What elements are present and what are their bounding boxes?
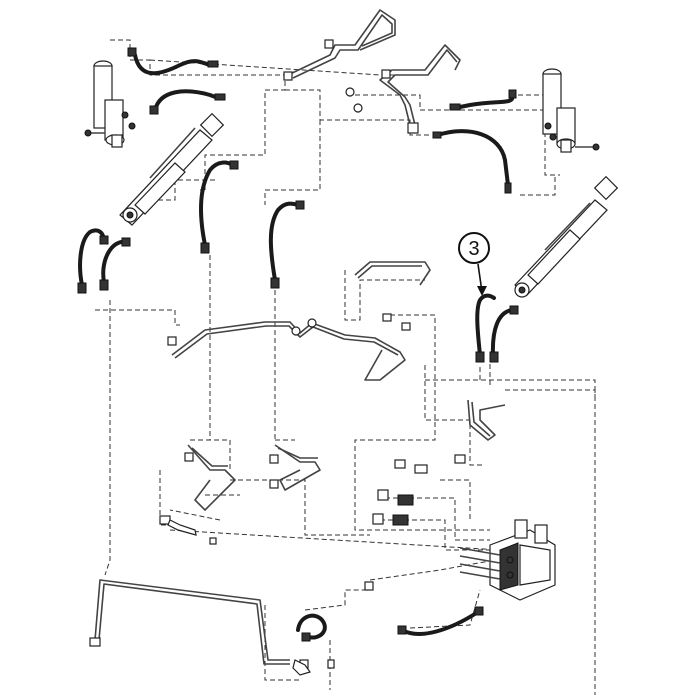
left-upper-cylinder (84, 60, 136, 148)
routing-dashed-lines (95, 39, 596, 695)
rigid-tubes (94, 9, 506, 665)
small-fittings (89, 39, 466, 676)
callout-3: 3 (458, 232, 490, 296)
hose-fittings (77, 47, 519, 642)
right-upper-cylinder (542, 68, 600, 153)
left-tilt-cylinder (119, 112, 225, 226)
hydraulic-hoses (78, 53, 515, 640)
callout-label: 3 (468, 238, 479, 260)
right-tilt-cylinder (514, 175, 619, 298)
control-valve (459, 519, 556, 601)
